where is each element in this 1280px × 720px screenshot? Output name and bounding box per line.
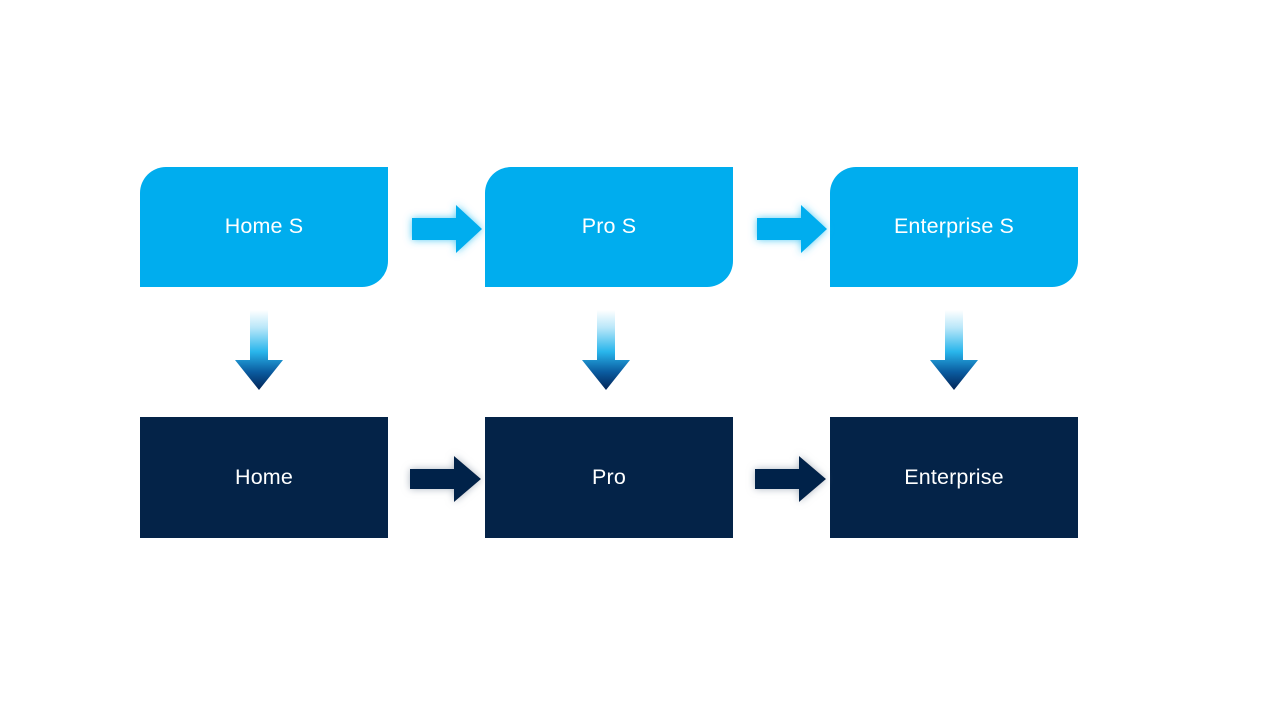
node-pro[interactable]: Pro <box>485 417 733 538</box>
node-label-pro-s: Pro S <box>581 214 637 239</box>
node-label-home: Home <box>235 464 293 489</box>
node-label-pro: Pro <box>592 464 626 489</box>
arrow-right-home-to-pro <box>405 453 485 505</box>
node-label-home-s: Home S <box>224 214 304 239</box>
arrow-right-home-s-to-pro-s <box>408 202 486 256</box>
node-home[interactable]: Home <box>140 417 388 538</box>
node-pro-s[interactable]: Pro S <box>485 167 733 287</box>
arrow-down-enterprise-s-to-enterprise <box>928 310 980 392</box>
node-enterprise[interactable]: Enterprise <box>830 417 1078 538</box>
node-label-enterprise-s: Enterprise S <box>893 214 1015 239</box>
node-label-enterprise: Enterprise <box>904 464 1004 489</box>
arrow-down-home-s-to-home <box>233 310 285 392</box>
arrow-right-pro-to-enterprise <box>750 453 830 505</box>
arrow-down-pro-s-to-pro <box>580 310 632 392</box>
node-home-s[interactable]: Home S <box>140 167 388 287</box>
node-enterprise-s[interactable]: Enterprise S <box>830 167 1078 287</box>
arrow-right-pro-s-to-enterprise-s <box>753 202 831 256</box>
